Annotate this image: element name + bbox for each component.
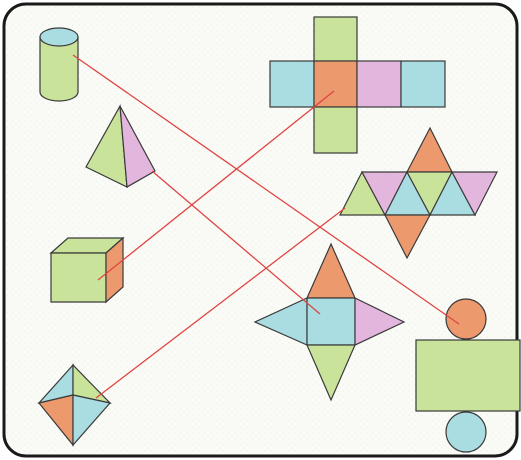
match-line-cube (97, 90, 335, 281)
cylinder-net (415, 298, 521, 453)
cylinder-solid (39, 27, 79, 102)
match-line-cylinder (72, 54, 460, 325)
octahedron-net (339, 126, 498, 260)
square-pyramid-net (253, 242, 406, 402)
match-line-octahedron (95, 207, 346, 399)
tetrahedron-solid (85, 103, 156, 189)
matching-lines (72, 54, 460, 399)
match-line-tetrahedron (151, 170, 321, 315)
octahedron-solid (37, 363, 112, 447)
cube-solid (49, 236, 125, 304)
cube-net (269, 16, 446, 154)
